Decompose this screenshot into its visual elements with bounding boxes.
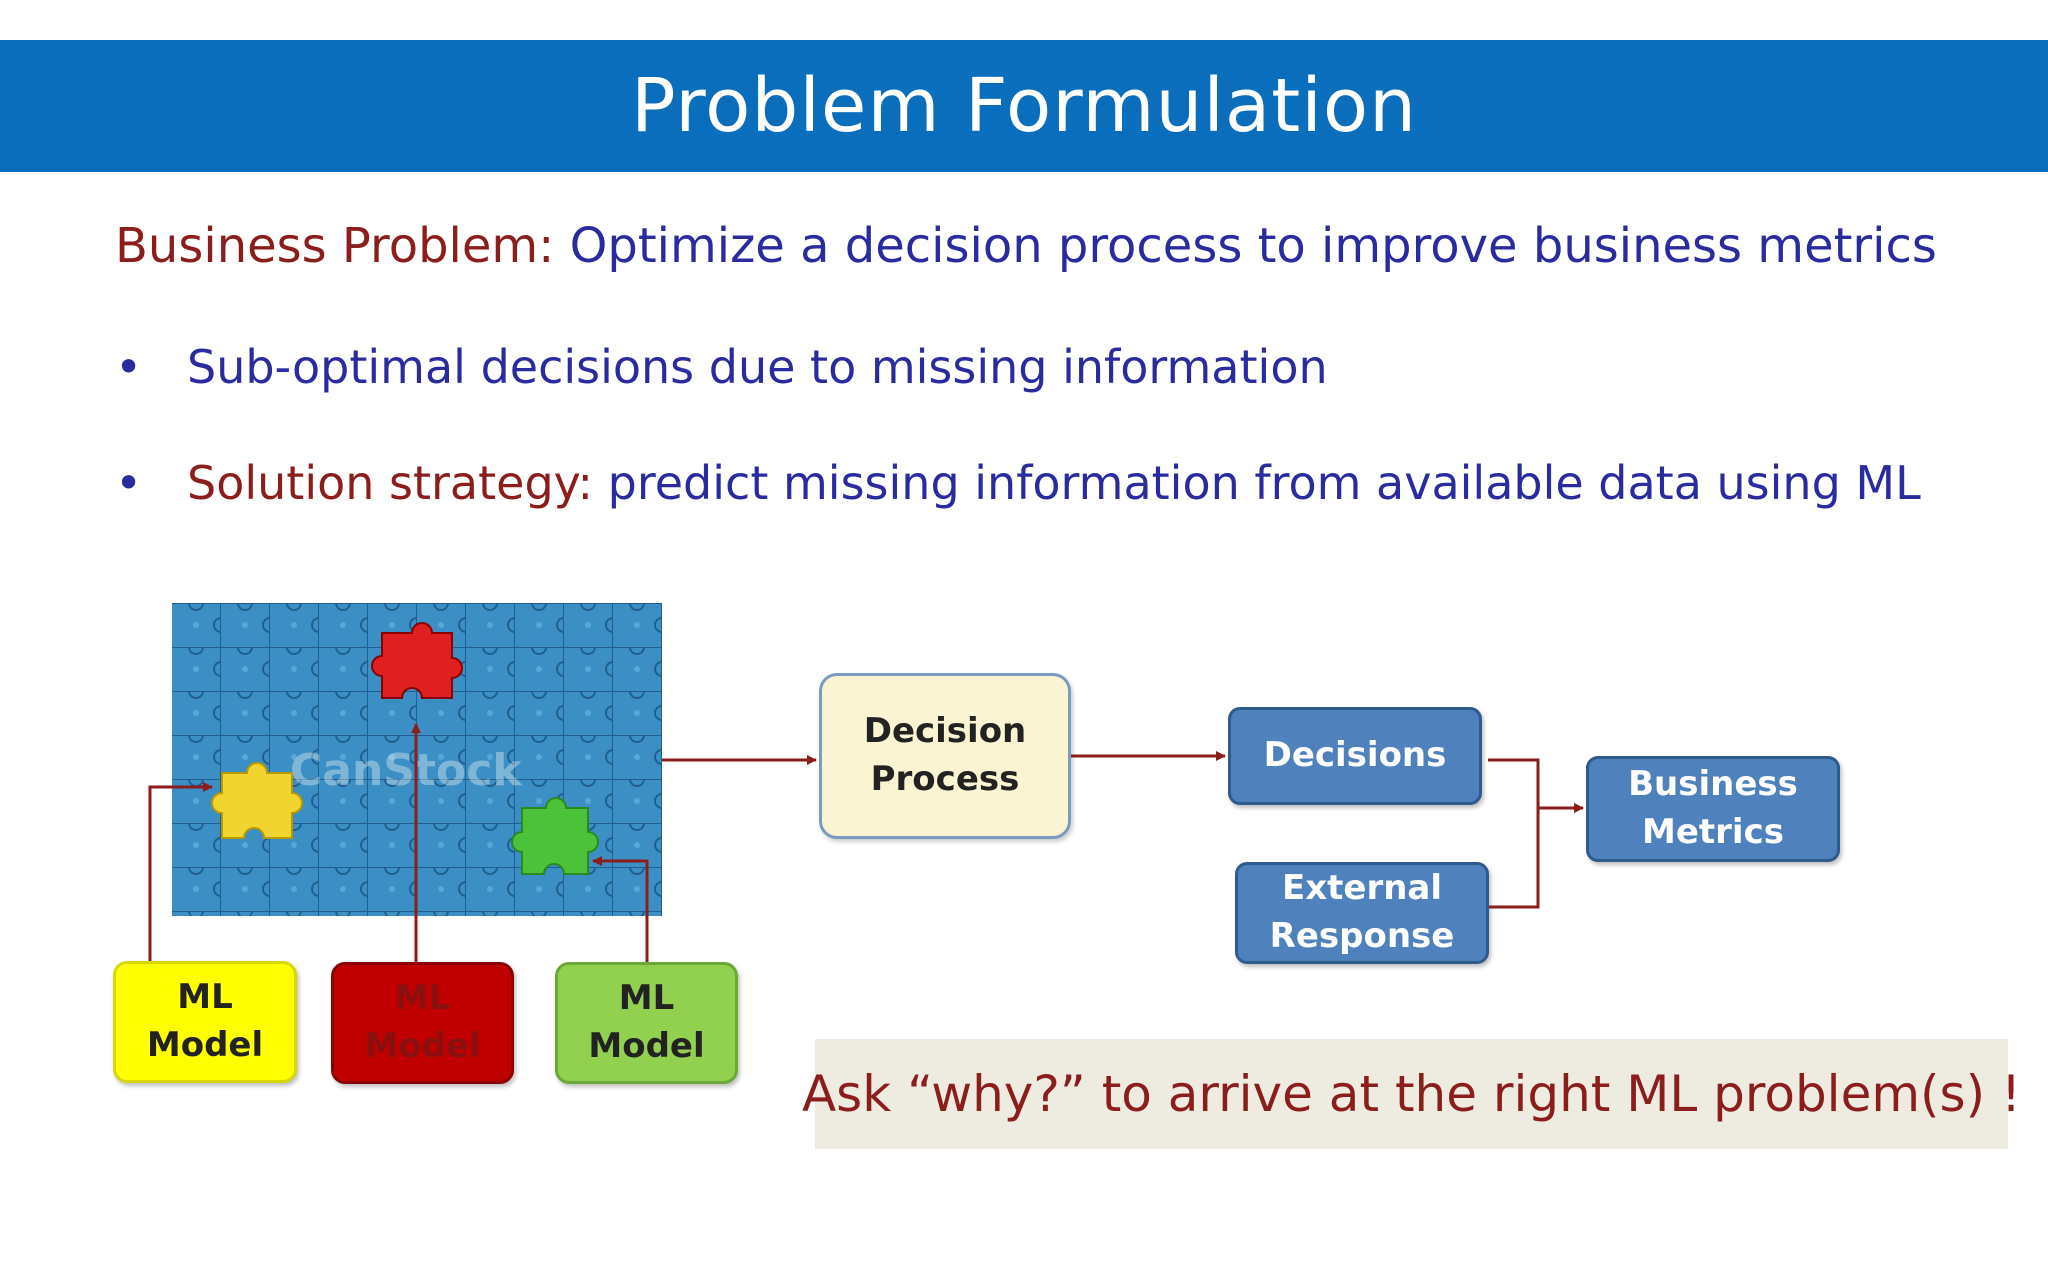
ml-model-yellow: ML Model bbox=[113, 961, 297, 1083]
slide-title: Problem Formulation bbox=[630, 63, 1418, 149]
ml-model-green: ML Model bbox=[555, 962, 738, 1084]
ml-model-label: ML bbox=[177, 977, 233, 1018]
node-label: Decision bbox=[863, 711, 1027, 752]
green-puzzle-piece bbox=[511, 797, 599, 875]
red-puzzle-piece bbox=[371, 622, 463, 699]
node-label: Process bbox=[870, 759, 1020, 799]
decision-process-node: Decision Process bbox=[819, 673, 1071, 839]
node-label: Response bbox=[1269, 916, 1455, 956]
business-metrics-node: Business Metrics bbox=[1586, 756, 1840, 862]
headline: Business Problem: Optimize a decision pr… bbox=[115, 218, 1937, 274]
ml-model-label: Model bbox=[588, 1026, 705, 1066]
yellow-puzzle-piece bbox=[211, 762, 303, 839]
ml-model-label: ML bbox=[394, 978, 451, 1019]
callout-text: Ask “why?” to arrive at the right ML pro… bbox=[801, 1065, 2022, 1123]
watermark: CanStock bbox=[290, 745, 522, 796]
title-bar: Problem Formulation bbox=[0, 40, 2048, 172]
headline-text: Optimize a decision process to improve b… bbox=[569, 218, 1937, 274]
ml-model-label: Model bbox=[146, 1025, 264, 1065]
connector-external-response bbox=[1489, 808, 1540, 909]
bullet-dot: • bbox=[115, 340, 143, 394]
node-label: Metrics bbox=[1642, 812, 1784, 852]
ml-model-label: ML bbox=[618, 978, 675, 1019]
callout-box: Ask “why?” to arrive at the right ML pro… bbox=[802, 1039, 2021, 1149]
ml-model-label: Model bbox=[364, 1026, 481, 1066]
node-label: External bbox=[1281, 868, 1443, 909]
bullet-text: Sub-optimal decisions due to missing inf… bbox=[187, 340, 1328, 394]
bullet-dot: • bbox=[115, 456, 143, 510]
headline-label: Business Problem: bbox=[115, 218, 555, 274]
connector-decisions bbox=[1488, 758, 1540, 808]
external-response-node: External Response bbox=[1235, 862, 1489, 964]
ml-model-red: ML Model bbox=[331, 962, 514, 1084]
bullet-label: Solution strategy: bbox=[187, 456, 594, 510]
node-label: Business bbox=[1628, 764, 1798, 805]
decisions-node: Decisions bbox=[1228, 707, 1482, 805]
bullet-text: Solution strategy: predict missing infor… bbox=[187, 456, 1921, 510]
node-label: Decisions bbox=[1263, 735, 1447, 776]
bullet-content: predict missing information from availab… bbox=[607, 456, 1921, 510]
